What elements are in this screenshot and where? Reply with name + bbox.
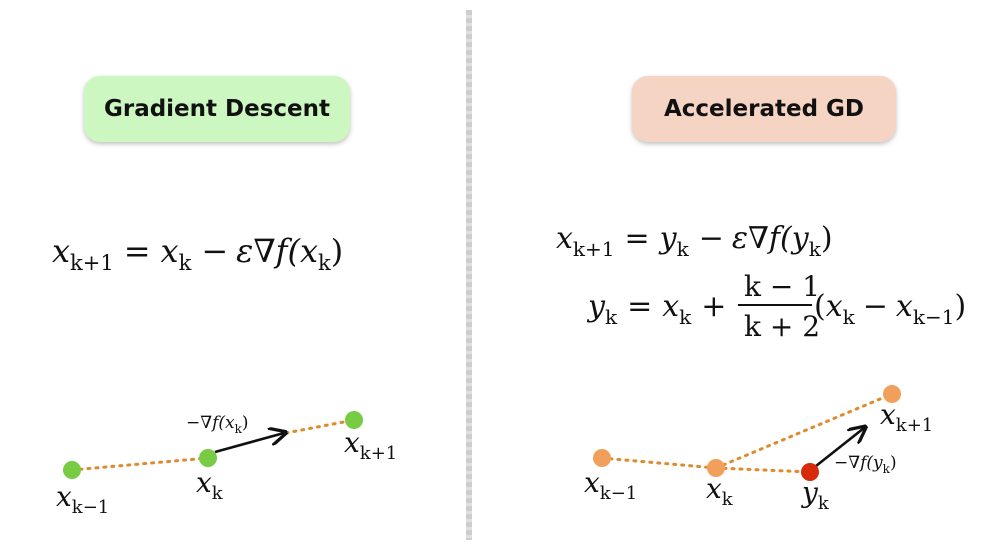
agd-fraction-denominator: k + 2 (744, 310, 820, 343)
panel-divider (466, 10, 472, 540)
agd-path-prev-to-cur (600, 456, 718, 470)
gd-path-diagram: xk−1 xk xk+1 −∇f(xk) (56, 411, 397, 518)
agd-point-y (801, 463, 819, 481)
gd-label-prev: xk−1 (56, 480, 109, 518)
agd-label-next: xk+1 (880, 398, 933, 436)
agd-path-cur-to-y (714, 466, 812, 474)
gd-update-equation: xk+1=xk−ε∇f(xk) (52, 232, 343, 275)
agd-update-equation-x: xk+1=yk−ε∇f(yk) (556, 221, 833, 261)
gd-point-current (199, 449, 217, 467)
agd-path-diagram: xk−1 xk yk xk+1 −∇f(yk) (584, 385, 933, 514)
agd-gradient-arrow (815, 428, 864, 468)
agd-point-prev (593, 449, 611, 467)
svg-text:xk+1=xk−ε∇f(xk): xk+1=xk−ε∇f(xk) (52, 232, 343, 275)
gradient-descent-title: Gradient Descent (84, 76, 350, 142)
agd-gradient-label: −∇f(yk) (834, 453, 897, 476)
agd-point-current (707, 459, 725, 477)
accelerated-gd-title: Accelerated GD (632, 76, 896, 142)
gd-point-next (345, 411, 363, 429)
gd-point-prev (63, 461, 81, 479)
gd-path-cur-to-next (284, 418, 356, 435)
gd-label-next: xk+1 (344, 426, 397, 464)
gd-gradient-arrow (214, 433, 284, 454)
agd-point-next (883, 385, 901, 403)
agd-label-current: xk (706, 472, 734, 510)
agd-label-prev: xk−1 (584, 466, 637, 504)
gd-gradient-label: −∇f(xk) (186, 413, 249, 436)
agd-fraction-numerator: k − 1 (744, 270, 820, 303)
agd-update-equation-y: yk=xk+ k − 1 k + 2 (xk−xk−1) (586, 270, 966, 343)
gd-path-prev-to-cur (70, 456, 210, 472)
gd-label-current: xk (196, 466, 224, 504)
agd-label-y: yk (800, 476, 830, 514)
svg-text:yk=xk+: yk=xk+ (586, 289, 726, 329)
svg-text:xk+1=yk−ε∇f(yk): xk+1=yk−ε∇f(yk) (556, 221, 833, 261)
agd-path-cur-to-next (714, 392, 894, 470)
svg-text:(xk−xk−1): (xk−xk−1) (814, 289, 966, 329)
